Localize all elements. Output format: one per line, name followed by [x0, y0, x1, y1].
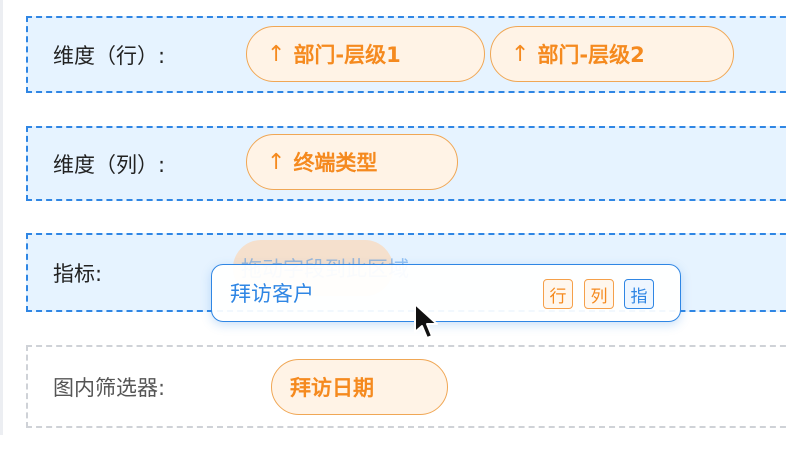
row-dimension-label: 维度（行）: [53, 43, 166, 68]
column-dimension-label: 维度（列）: [53, 152, 166, 177]
metric-label: 指标: [53, 261, 103, 286]
dragging-field-label: 拜访客户 [230, 282, 314, 306]
mouse-pointer-icon [414, 303, 438, 339]
field-chip-label: 终端类型 [293, 151, 378, 175]
chart-filter-dropzone[interactable]: 图内筛选器: 拜访日期 [26, 345, 786, 428]
field-chip-visit-date[interactable]: 拜访日期 [271, 359, 448, 415]
arrow-up-icon[interactable]: ↑ [511, 41, 530, 67]
field-chip-label: 部门-层级2 [537, 43, 645, 67]
arrow-up-icon[interactable]: ↑ [267, 41, 286, 67]
field-chip-label: 拜访日期 [290, 376, 374, 400]
arrow-up-icon[interactable]: ↑ [267, 149, 286, 175]
column-dimension-dropzone[interactable]: 维度（列）: ↑ 终端类型 [26, 126, 786, 201]
tag-row[interactable]: 行 [543, 279, 573, 309]
field-chip-label: 部门-层级1 [293, 43, 401, 67]
dragging-field-card[interactable]: 拜访客户 行 列 指 [211, 264, 681, 322]
row-dimension-dropzone[interactable]: 维度（行）: ↑ 部门-层级1 ↑ 部门-层级2 [26, 16, 786, 93]
field-chip-terminal-type[interactable]: ↑ 终端类型 [246, 134, 458, 190]
field-chip-dept-level1[interactable]: ↑ 部门-层级1 [246, 26, 485, 82]
chart-filter-label: 图内筛选器: [53, 375, 166, 400]
field-chip-dept-level2[interactable]: ↑ 部门-层级2 [490, 26, 734, 82]
tag-column[interactable]: 列 [584, 279, 614, 309]
tag-metric[interactable]: 指 [624, 279, 654, 309]
left-divider [0, 0, 3, 435]
